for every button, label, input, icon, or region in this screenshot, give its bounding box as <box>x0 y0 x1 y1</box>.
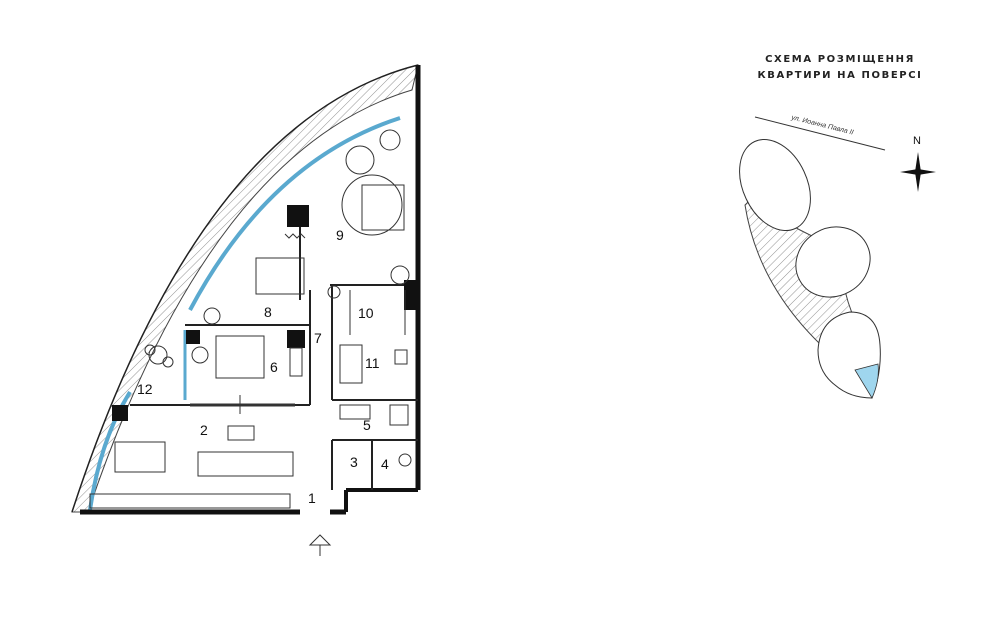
compass-icon: N <box>900 135 936 192</box>
interior-walls <box>130 205 418 490</box>
room-number-6: 6 <box>270 359 278 375</box>
furniture-living-room <box>89 395 295 509</box>
room-number-8: 8 <box>264 304 272 320</box>
glazing-line <box>188 116 401 311</box>
building-section-1 <box>739 138 811 232</box>
glazing-line-lower <box>88 390 132 511</box>
furniture-room-8 <box>203 233 306 325</box>
room-number-12: 12 <box>137 381 153 397</box>
room-number-2: 2 <box>200 422 208 438</box>
room-number-9: 9 <box>336 227 344 243</box>
furniture-room-9 <box>327 129 410 299</box>
scheme-title-line-1: СХЕМА РОЗМІЩЕННЯ <box>765 54 915 65</box>
street-label: ул. Иоанна Павла II <box>790 114 854 136</box>
location-scheme: ул. Иоанна Павла II N <box>739 114 936 399</box>
furniture-room-12 <box>144 344 174 368</box>
room-number-3: 3 <box>350 454 358 470</box>
room-number-7: 7 <box>314 330 322 346</box>
scheme-title-line-2: КВАРТИРИ НА ПОВЕРСІ <box>757 70 923 81</box>
exterior-walls <box>80 65 421 515</box>
room-number-5: 5 <box>363 417 371 433</box>
entrance-marker <box>308 534 332 556</box>
furniture-bathrooms <box>339 290 412 467</box>
room-number-4: 4 <box>381 456 389 472</box>
room-number-1: 1 <box>308 490 316 506</box>
room-number-11: 11 <box>365 355 380 371</box>
north-label: N <box>913 135 921 147</box>
location-scheme-title: СХЕМА РОЗМІЩЕННЯ КВАРТИРИ НА ПОВЕРСІ <box>745 52 935 84</box>
room-labels: 1 2 3 4 5 6 7 8 9 10 11 12 <box>137 227 389 506</box>
apartment-highlight <box>854 363 879 399</box>
street-line <box>754 116 886 151</box>
furniture-room-6 <box>191 335 303 379</box>
room-number-10: 10 <box>358 305 374 321</box>
building-section-2 <box>795 226 871 298</box>
columns <box>112 205 418 421</box>
facade-outer-curve <box>71 64 419 513</box>
